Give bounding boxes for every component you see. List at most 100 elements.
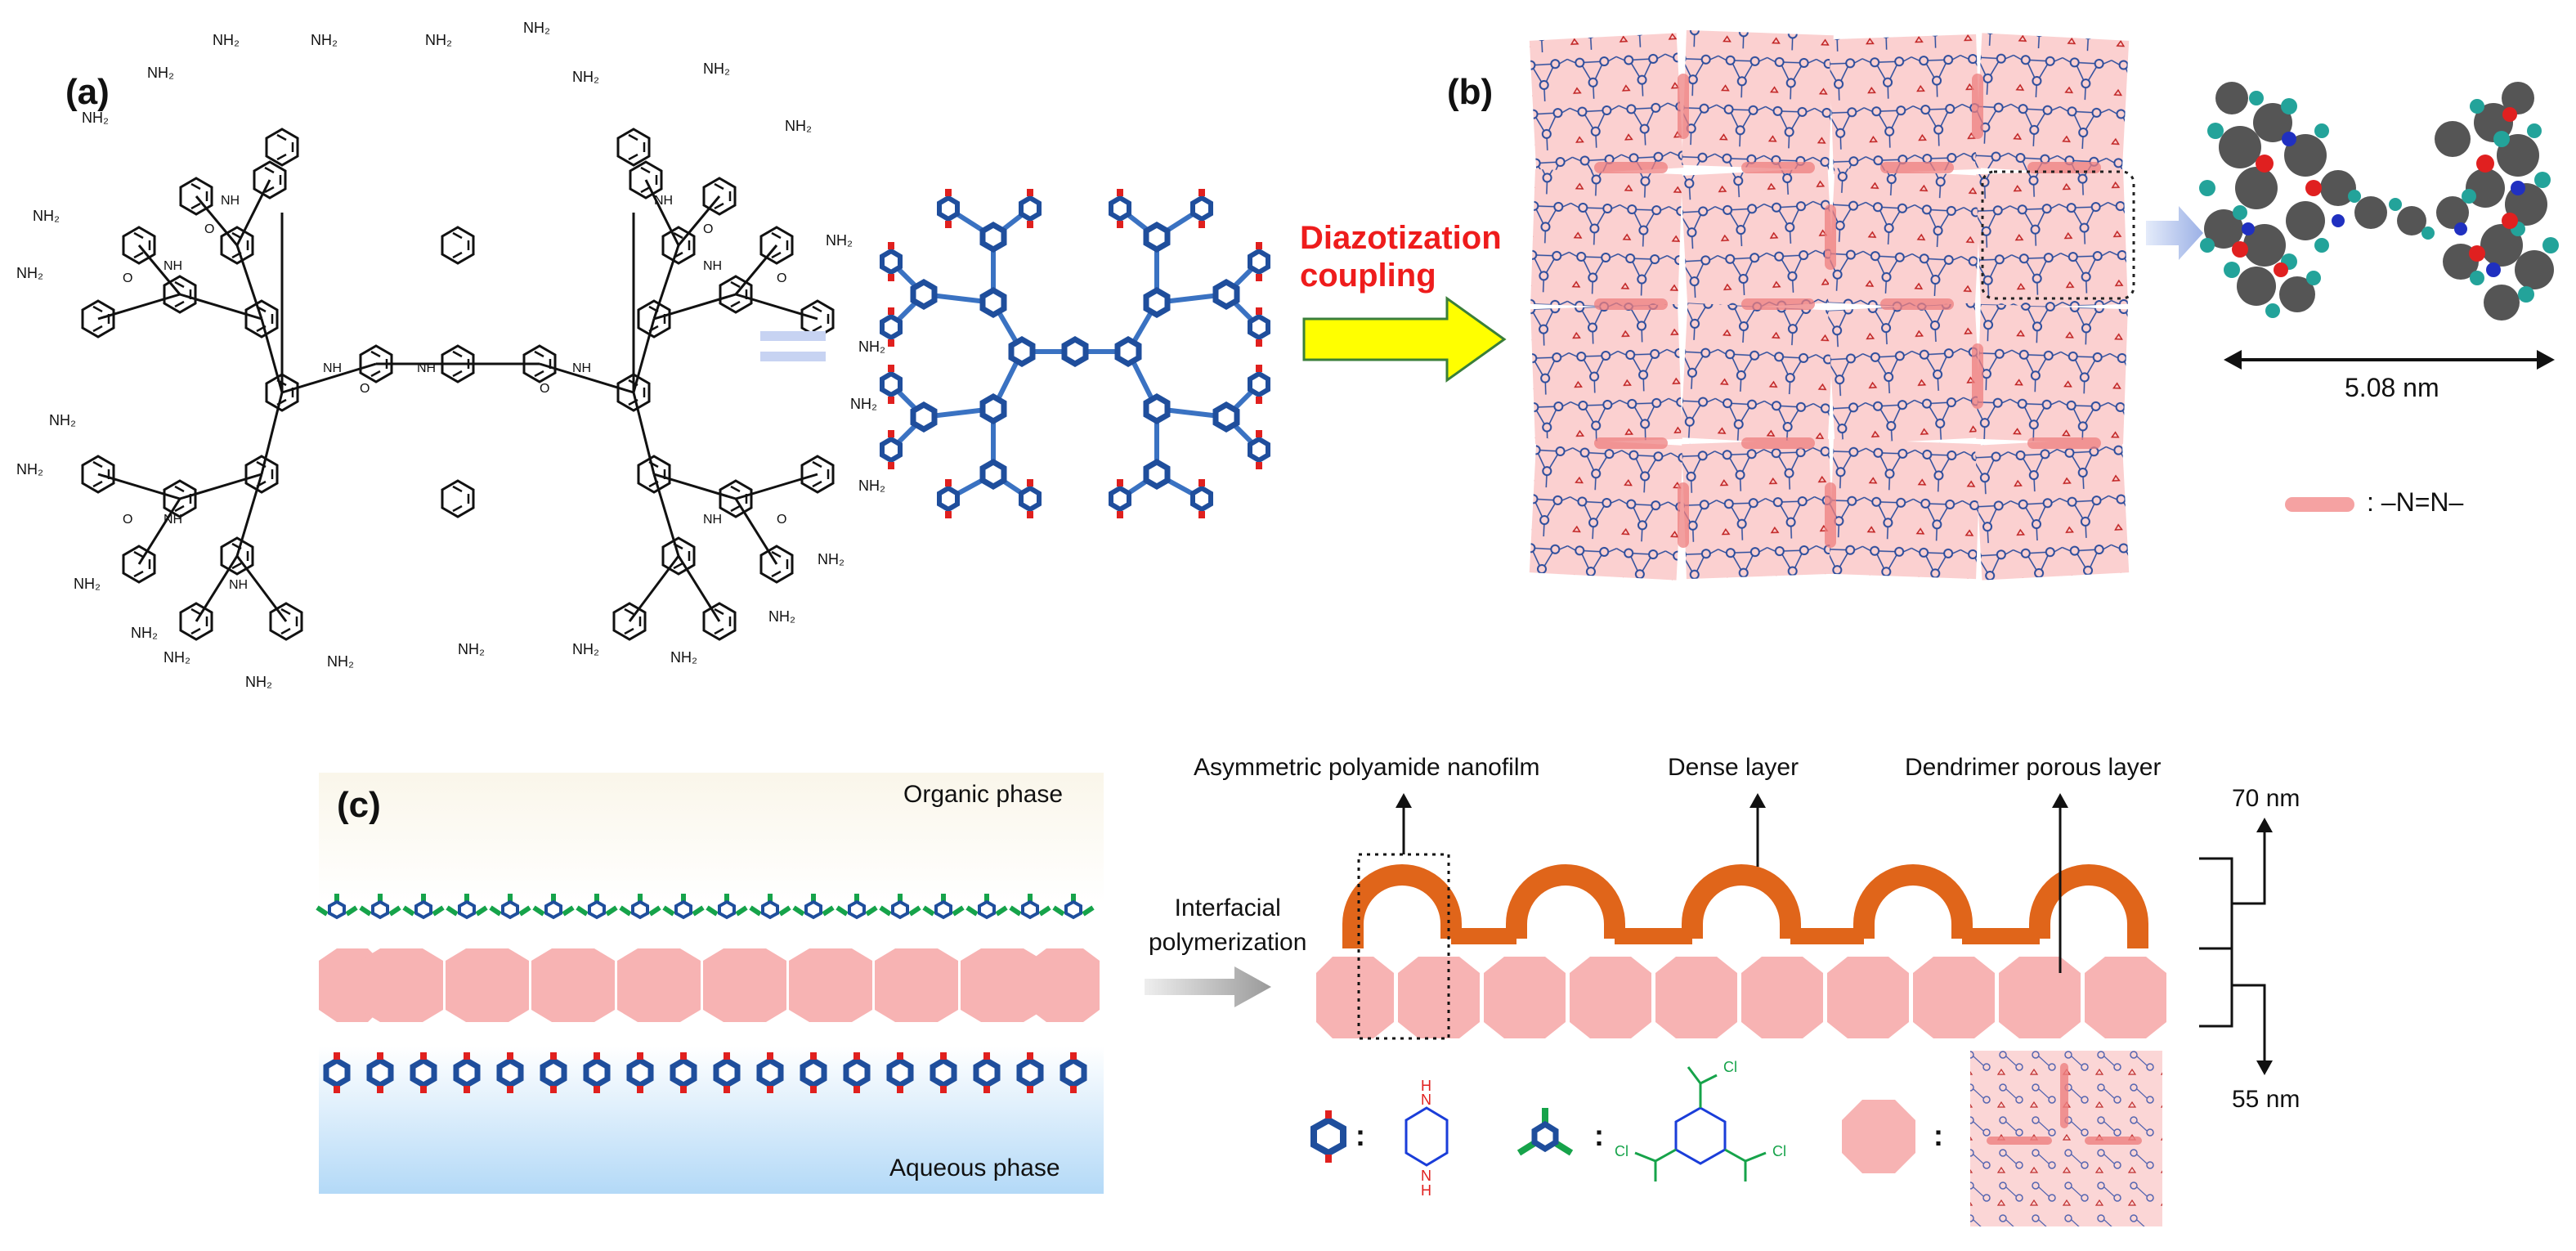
piperazine-monomer — [323, 1052, 351, 1093]
amine-label: NH₂ — [131, 625, 158, 641]
piperazine-structure — [1404, 1106, 1449, 1167]
amine-label: NH₂ — [311, 32, 338, 48]
acyl-chloride-row — [316, 894, 1095, 920]
amine-label: NH₂ — [425, 32, 452, 48]
carbonyl-label: O — [777, 513, 786, 527]
piperazine-monomer — [973, 1052, 1001, 1093]
amide-label: NH — [323, 361, 342, 375]
aqueous-phase-region — [319, 1047, 1104, 1194]
amine-label: NH₂ — [768, 608, 795, 625]
organic-phase-label: Organic phase — [903, 781, 1064, 808]
legend-piperazine-node — [1310, 1110, 1346, 1163]
amine-label: NH₂ — [33, 208, 60, 224]
legend-network-tile — [1970, 1051, 2162, 1226]
amide-label: NH — [164, 259, 182, 273]
zoom-arrow — [2146, 206, 2203, 260]
carbonyl-labels: O O O O O O O O — [123, 222, 786, 527]
piperazine-monomer — [1016, 1052, 1044, 1093]
amine-h-label: H — [1421, 1182, 1431, 1199]
amine-label: NH₂ — [16, 461, 43, 478]
acyl-cl-label: Cl — [1615, 1143, 1628, 1159]
carbonyl-label: O — [123, 513, 132, 527]
carbonyl-label: O — [703, 222, 713, 236]
amine-label: NH₂ — [164, 649, 190, 666]
nanofilm-selection — [1357, 853, 1450, 1040]
piperazine-monomer — [626, 1052, 654, 1093]
amine-label: NH₂ — [850, 396, 877, 412]
amine-label: NH₂ — [858, 478, 885, 494]
process-label-line2: polymerization — [1149, 929, 1307, 956]
piperazine-monomer — [670, 1052, 697, 1093]
process-label: Interfacial polymerization — [1149, 891, 1306, 960]
reaction-label-line1: Diazotization — [1300, 220, 1502, 256]
piperazine-monomer — [1060, 1052, 1087, 1093]
thickness-bottom-label: 55 nm — [2232, 1086, 2300, 1113]
amine-n-label: N — [1421, 1168, 1431, 1184]
amine-labels: NH₂ NH₂ NH₂ NH₂ NH₂ NH₂ NH₂ NH₂ NH₂ NH₂ … — [16, 20, 885, 690]
azo-bond-swatch — [2285, 497, 2354, 512]
amide-label: NH — [654, 194, 673, 208]
amine-label: NH₂ — [523, 20, 550, 36]
amine-label: NH₂ — [82, 110, 109, 126]
process-label-line1: Interfacial — [1174, 895, 1281, 921]
carbonyl-label: O — [777, 271, 786, 285]
amine-label: NH₂ — [327, 653, 354, 670]
amide-label: NH — [703, 513, 722, 527]
amine-h-label: H — [1421, 1078, 1431, 1094]
panel-a-label: (a) — [65, 72, 110, 112]
amine-n-label: N — [1421, 1092, 1431, 1108]
piperazine-monomer — [713, 1052, 741, 1093]
carbonyl-label: O — [123, 271, 132, 285]
amine-label: NH₂ — [49, 412, 76, 428]
acyl-cl-label: Cl — [1723, 1059, 1737, 1075]
dendrimer-octagon-row — [319, 948, 1100, 1022]
amine-label: NH₂ — [245, 674, 272, 690]
amine-label: NH₂ — [858, 339, 885, 355]
dense-layer-label: Dense layer — [1668, 754, 1799, 781]
piperazine-monomer — [800, 1052, 827, 1093]
piperazine-monomer — [453, 1052, 481, 1093]
acyl-cl-label: Cl — [1772, 1143, 1786, 1159]
azo-legend-label: : –N=N– — [2367, 487, 2464, 517]
polyamide-nanofilm — [1342, 864, 2148, 948]
amine-label: NH₂ — [213, 32, 240, 48]
network-film — [1529, 29, 2135, 581]
thickness-top-label: 70 nm — [2232, 785, 2300, 812]
legend-colon: : — [1594, 1119, 1604, 1152]
reaction-arrow — [1302, 296, 1507, 383]
reaction-label-line2: coupling — [1300, 258, 1436, 294]
piperazine-monomer — [930, 1052, 957, 1093]
amide-label: NH — [221, 194, 240, 208]
amine-label: NH₂ — [572, 69, 599, 85]
dendrimer-chemical-structure — [81, 128, 835, 641]
dimension-arrow — [2224, 350, 2555, 370]
molecular-model — [2199, 82, 2559, 321]
amine-label: NH₂ — [670, 649, 697, 666]
amine-label: NH₂ — [818, 551, 844, 567]
amide-label: NH — [572, 361, 591, 375]
amide-label: NH — [164, 513, 182, 527]
trimesoyl-chloride-structure — [1634, 1066, 1767, 1182]
amine-label: NH₂ — [458, 641, 485, 657]
amide-label: NH — [229, 578, 248, 592]
amine-label: NH₂ — [826, 232, 853, 249]
piperazine-monomer — [540, 1052, 567, 1093]
porous-layer-label: Dendrimer porous layer — [1905, 754, 2162, 781]
amine-label: NH₂ — [147, 65, 174, 81]
piperazine-monomer — [756, 1052, 784, 1093]
piperazine-monomer — [583, 1052, 611, 1093]
panel-c-label: (c) — [337, 785, 381, 825]
amide-label: NH — [417, 361, 436, 375]
equals-sign — [760, 331, 826, 361]
panel-b-label: (b) — [1447, 72, 1494, 112]
legend-octagon — [1842, 1100, 1915, 1173]
piperazine-monomer — [410, 1052, 437, 1093]
piperazine-monomer — [366, 1052, 394, 1093]
legend-trimesoyl-node — [1516, 1108, 1574, 1156]
aqueous-phase-label: Aqueous phase — [889, 1155, 1060, 1182]
thickness-bracket — [2199, 818, 2273, 1075]
piperazine-row — [323, 1052, 1087, 1093]
amine-label: NH₂ — [703, 61, 730, 77]
piperazine-monomer — [843, 1052, 871, 1093]
